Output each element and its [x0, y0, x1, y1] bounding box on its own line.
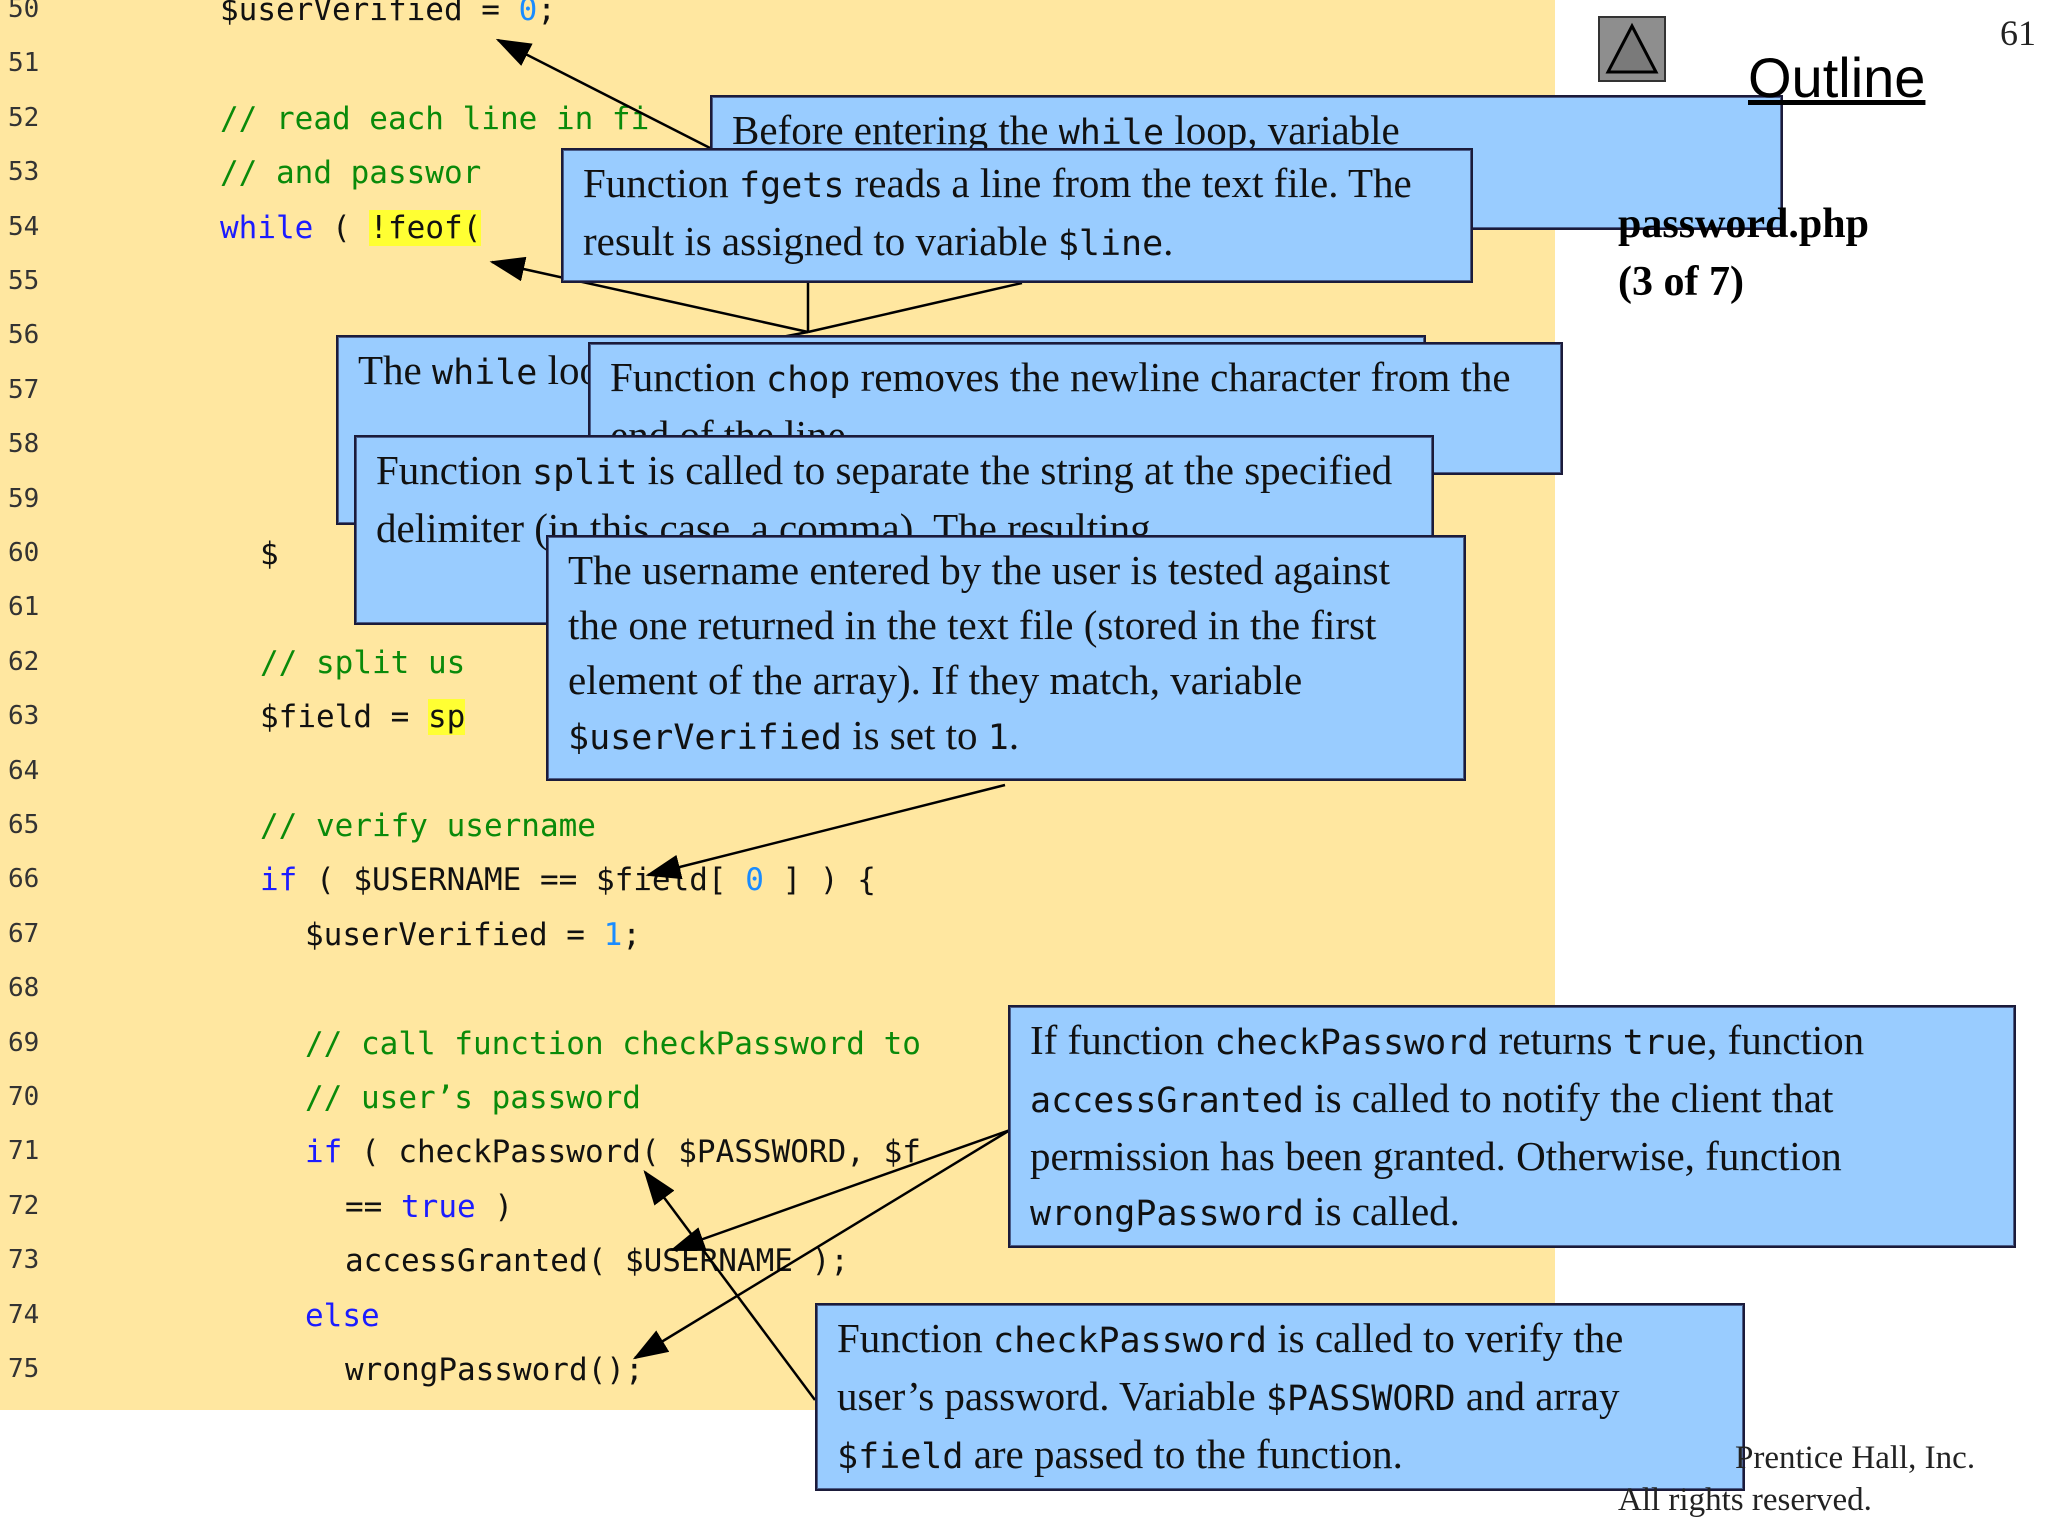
- code-line: 55: [0, 264, 1555, 318]
- line-number: 58: [8, 429, 40, 460]
- code-text: $: [260, 536, 279, 572]
- code-line: 73 accessGranted( $USERNAME );: [0, 1243, 1555, 1297]
- nav-up-button[interactable]: [1598, 16, 1666, 82]
- code-text: // and passwor: [220, 155, 482, 192]
- code-text: // verify username: [260, 808, 596, 844]
- code-line: 56: [0, 318, 1555, 372]
- code-line: 54 while ( !feof(: [0, 209, 1555, 264]
- code-line: 74 else: [0, 1298, 1555, 1352]
- line-number: 75: [8, 1354, 40, 1384]
- callout-fgets: Function fgets reads a line from the tex…: [561, 148, 1473, 283]
- code-line: 68: [0, 971, 1555, 1025]
- code-line: 59: [0, 482, 1555, 536]
- code-line: 61: [0, 590, 1555, 644]
- callout-checkpassword-result: If function checkPassword returns true, …: [1008, 1005, 2016, 1248]
- code-line: 64: [0, 754, 1555, 808]
- file-name: password.php: [1618, 201, 1869, 247]
- code-text: // split us: [260, 644, 466, 681]
- callout-checkpassword-call: Function checkPassword is called to veri…: [815, 1303, 1745, 1491]
- line-number: 74: [8, 1299, 40, 1330]
- code-line: 65 // verify username: [0, 808, 1555, 862]
- code-line: 58: [0, 427, 1555, 481]
- code-line: 75 wrongPassword();: [0, 1352, 1555, 1406]
- code-text: while ( !feof(: [220, 209, 482, 246]
- code-line: 63 $field = sp: [0, 699, 1555, 753]
- line-number: 59: [8, 483, 40, 514]
- code-text: $userVerified = 1;: [305, 916, 641, 953]
- code-text: wrongPassword();: [345, 1352, 644, 1388]
- code-line: 67 $userVerified = 1;: [0, 917, 1555, 971]
- line-number: 61: [8, 592, 40, 623]
- code-text: if ( $USERNAME == $field[ 0 ] ) {: [260, 862, 876, 899]
- copyright-line-1: Prentice Hall, Inc.: [1735, 1440, 1976, 1476]
- line-number: 51: [8, 48, 40, 79]
- callout-username: The username entered by the user is test…: [546, 535, 1466, 781]
- code-text: $field = sp: [260, 699, 466, 736]
- page-number: 61: [2000, 13, 2036, 53]
- code-line: 51: [0, 46, 1555, 100]
- code-text: == true ): [345, 1188, 513, 1225]
- code-line: 60 $: [0, 536, 1555, 590]
- code-text: // call function checkPassword to: [305, 1025, 921, 1062]
- line-number: 68: [8, 973, 40, 1004]
- code-line: 62 // split us: [0, 645, 1555, 699]
- code-line: 53 // and passwor: [0, 155, 1555, 209]
- code-text: // read each line in fi: [220, 100, 650, 137]
- line-number: 64: [8, 755, 40, 786]
- line-number: 72: [8, 1190, 40, 1221]
- line-number: 66: [8, 864, 40, 895]
- line-number: 73: [8, 1245, 40, 1276]
- page-of-count: (3 of 7): [1618, 259, 1744, 305]
- code-line: 66 if ( $USERNAME == $field[ 0 ] ) {: [0, 862, 1555, 916]
- line-number: 69: [8, 1027, 40, 1058]
- line-number: 62: [8, 646, 40, 677]
- line-number: 70: [8, 1082, 40, 1112]
- code-text: accessGranted( $USERNAME );: [345, 1243, 849, 1280]
- line-number: 54: [8, 211, 40, 242]
- up-triangle-icon: [1605, 22, 1659, 74]
- code-text: if ( checkPassword( $PASSWORD, $f: [305, 1134, 921, 1171]
- line-number: 56: [8, 320, 40, 351]
- copyright-line-2: All rights reserved.: [1618, 1482, 1872, 1518]
- code-line: 72 == true ): [0, 1189, 1555, 1243]
- line-number: 63: [8, 701, 40, 732]
- line-number: 53: [8, 157, 40, 188]
- code-text: // user’s password: [305, 1080, 641, 1116]
- code-line: 69 // call function checkPassword to: [0, 1026, 1555, 1080]
- code-text: $userVerified = 0;: [220, 0, 556, 28]
- line-number: 57: [8, 374, 40, 405]
- line-number: 50: [8, 0, 40, 24]
- line-number: 71: [8, 1136, 40, 1167]
- line-number: 52: [8, 102, 40, 133]
- line-number: 65: [8, 810, 40, 840]
- code-line: 57: [0, 373, 1555, 427]
- code-line: 50 $userVerified = 0;: [0, 0, 1555, 46]
- code-text: else: [305, 1297, 380, 1334]
- outline-title[interactable]: Outline: [1748, 46, 1926, 109]
- line-number: 55: [8, 266, 40, 296]
- code-line: 70 // user’s password: [0, 1080, 1555, 1134]
- line-number: 67: [8, 918, 40, 949]
- line-number: 60: [8, 538, 40, 568]
